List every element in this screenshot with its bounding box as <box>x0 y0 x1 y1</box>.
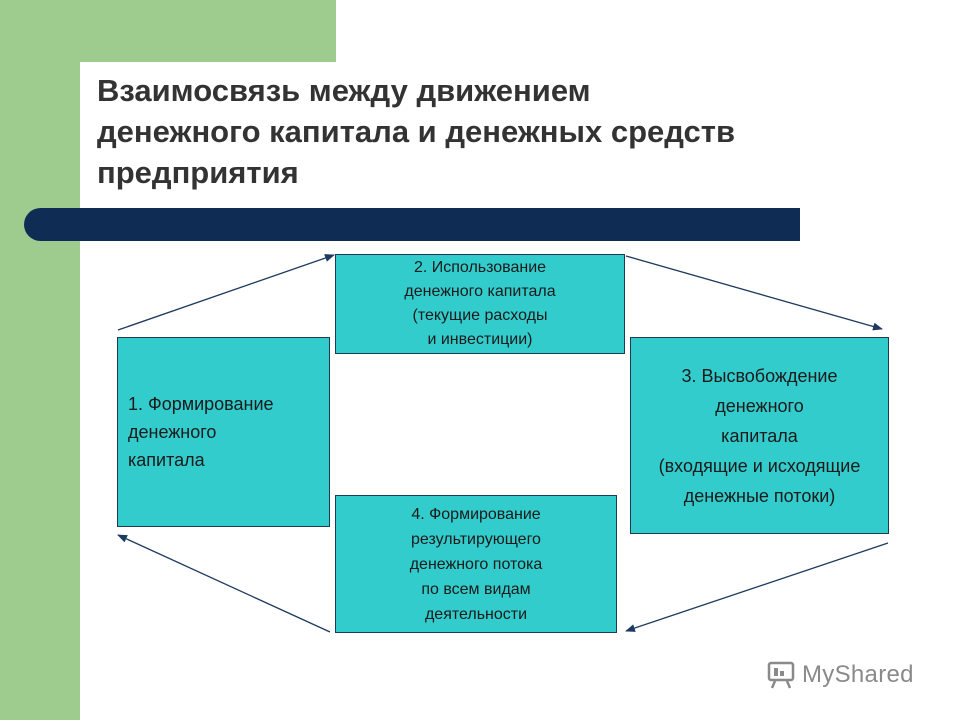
box-text-line: капитала <box>128 450 205 470</box>
green-top-block <box>80 0 336 62</box>
title-line: предприятия <box>97 155 299 190</box>
box-text-line: капитала <box>721 425 798 446</box>
slide-title: Взаимосвязь между движением денежного ка… <box>97 70 917 193</box>
arrow-release-to-resulting <box>625 542 889 632</box>
box-capital-usage: 2. Использование денежного капитала (тек… <box>335 254 625 354</box>
title-divider-bar <box>24 208 800 241</box>
box-text-line: (текущие расходы <box>412 307 548 324</box>
box-text-line: по всем видам <box>421 580 531 598</box>
box-text-line: (входящие и исходящие <box>658 455 861 476</box>
arrow-formation-to-usage <box>117 254 335 331</box>
box-text-line: и инвестиции) <box>427 331 533 348</box>
watermark-text: MyShared <box>802 661 914 688</box>
box-resulting-flow: 4. Формирование результирующего денежног… <box>335 495 617 633</box>
box-text-line: денежного <box>715 395 804 416</box>
box-text-line: денежного капитала <box>404 283 556 300</box>
box-text-line: денежные потоки) <box>683 485 836 506</box>
myshared-watermark: MyShared <box>766 658 914 692</box>
title-line: денежного капитала и денежных средств <box>97 114 736 149</box>
presentation-board-icon <box>767 661 795 689</box>
box-text-line: денежного <box>128 422 217 442</box>
box-text-line: 4. Формирование <box>411 505 541 523</box>
title-line: Взаимосвязь между движением <box>97 73 591 108</box>
box-capital-formation: 1. Формирование денежного капитала <box>117 337 330 527</box>
box-text-line: деятельности <box>424 605 528 623</box>
box-text-line: 1. Формирование <box>128 394 274 414</box>
arrow-usage-to-release <box>625 255 883 331</box>
box-text-line: денежного потока <box>409 555 543 573</box>
box-text-line: 3. Высвобождение <box>681 365 838 386</box>
box-text-line: 2. Использование <box>413 259 547 276</box>
box-capital-release: 3. Высвобождение денежного капитала (вхо… <box>630 337 889 534</box>
green-left-stripe <box>0 0 80 720</box>
arrow-resulting-to-formation <box>117 534 331 633</box>
box-text-line: результирующего <box>411 530 541 548</box>
